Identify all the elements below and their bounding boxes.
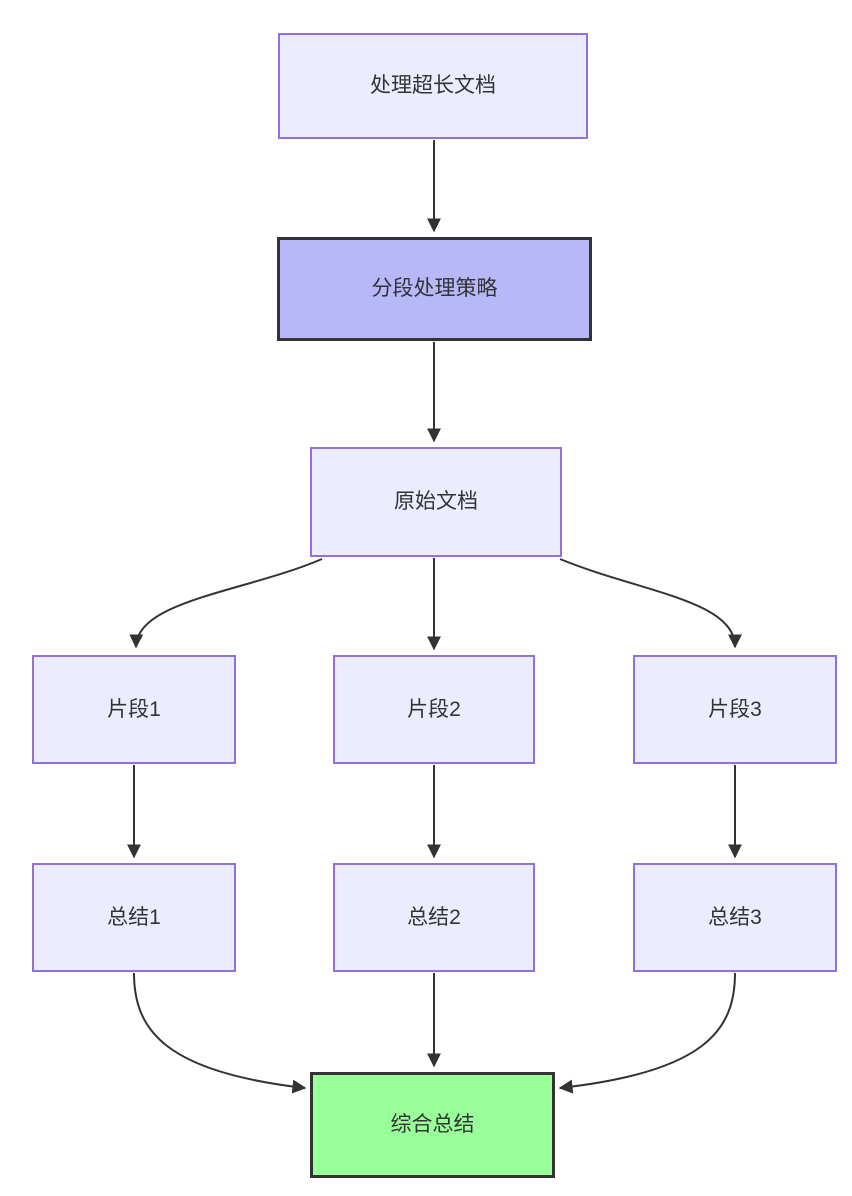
node-label: 处理超长文档: [370, 74, 496, 98]
edge-source-chunk1: [129, 558, 323, 649]
node-segmentation-strategy: 分段处理策略: [277, 237, 592, 341]
node-label: 分段处理策略: [371, 277, 498, 301]
node-summary-2: 总结2: [333, 863, 535, 972]
edge-source-chunk3: [559, 558, 742, 649]
node-summary-3: 总结3: [633, 863, 837, 972]
node-label: 片段3: [708, 697, 762, 721]
node-process-long-doc: 处理超长文档: [278, 33, 588, 139]
node-label: 总结2: [407, 905, 461, 929]
edge-summary1-final: [133, 972, 307, 1094]
node-chunk-1: 片段1: [32, 655, 236, 764]
node-original-document: 原始文档: [310, 447, 562, 557]
node-label: 片段2: [407, 697, 461, 721]
node-label: 总结1: [107, 905, 161, 929]
node-label: 总结3: [708, 905, 762, 929]
node-final-summary: 综合总结: [310, 1072, 555, 1178]
node-label: 综合总结: [390, 1113, 475, 1137]
node-chunk-2: 片段2: [333, 655, 535, 764]
node-label: 片段1: [107, 697, 161, 721]
node-chunk-3: 片段3: [633, 655, 837, 764]
node-summary-1: 总结1: [32, 863, 236, 972]
node-label: 原始文档: [394, 490, 478, 514]
edge-summary3-final: [558, 972, 736, 1094]
